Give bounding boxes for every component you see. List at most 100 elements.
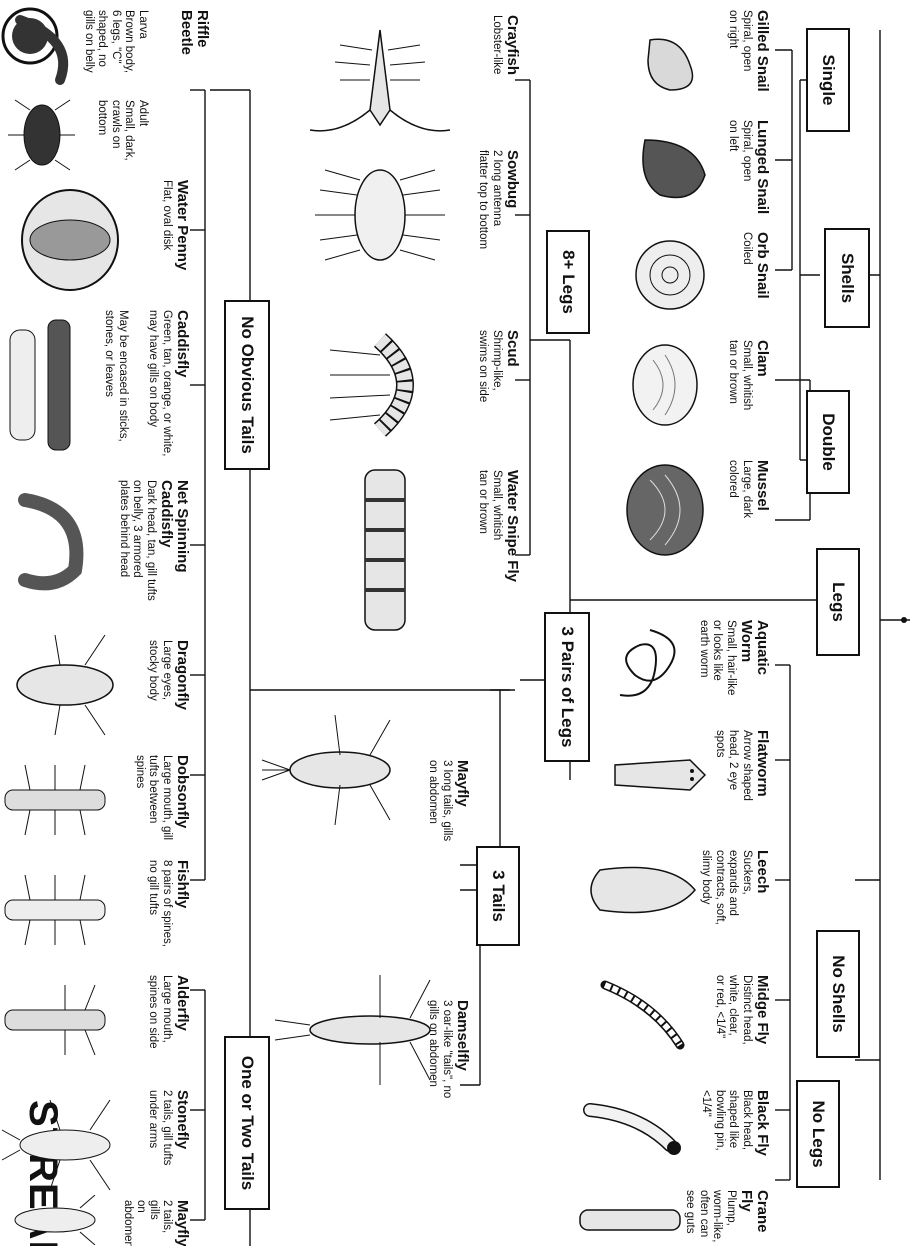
category-shells: Shells: [824, 228, 870, 328]
organism-desc-1: Small, whitish: [741, 340, 754, 450]
organism-desc-1: Arrow shaped: [741, 730, 754, 830]
organism-desc-2: expands and: [727, 850, 740, 950]
organism-mayfly-three-tails: Mayfly 3 long tails, gills on abdomen: [427, 760, 470, 900]
organism-desc-1: Shrimp-like,: [491, 330, 504, 440]
organism-desc-2: shaped like: [727, 1090, 740, 1180]
category-no-legs: No Legs: [796, 1080, 840, 1188]
organism-name: Clam: [754, 340, 770, 450]
organism-desc-3: plates behind head: [118, 480, 131, 630]
organism-desc-2: Small, dark,: [123, 100, 136, 170]
organism-desc-4: shaped, no: [96, 10, 109, 80]
category-three-tails: 3 Tails: [476, 846, 520, 946]
organism-desc-2: colored: [727, 460, 740, 570]
organism-riffle-larva: Larva Brown body, 6 legs, "C" shaped, no…: [83, 10, 151, 80]
category-three-pairs-legs: 3 Pairs of Legs: [544, 612, 590, 762]
organism-name: Mayfly: [174, 1200, 190, 1246]
organism-name: Midge Fly: [754, 975, 770, 1075]
organism-desc-1: Plump,: [725, 1190, 738, 1246]
organism-name: Leech: [754, 850, 770, 950]
organism-desc-2: swims on side: [477, 330, 490, 440]
organism-desc-4: see guts: [684, 1190, 697, 1246]
organism-water-snipe-fly: Water Snipe Fly Small, whitish tan or br…: [477, 470, 520, 600]
organism-desc-3: spots: [714, 730, 727, 830]
organism-gilled-snail: Gilled Snail Spiral, open on right: [727, 10, 770, 110]
organism-desc-1: 8 pairs of spines,: [161, 860, 174, 980]
organism-desc-3: bowling pin,: [714, 1090, 727, 1180]
organism-desc-3: crawls on: [110, 100, 123, 170]
organism-name: Fishfly: [174, 860, 190, 980]
beetle-icon: [5, 95, 80, 175]
insect-nymph-icon: [0, 1195, 110, 1245]
organism-name: Mussel: [754, 460, 770, 570]
organism-caddisfly: Caddisfly Green, tan, orange, or white, …: [147, 310, 190, 470]
organism-desc-2: stones, or leaves: [103, 310, 116, 460]
organism-dragonfly: Dragonfly Large eyes, stocky body: [147, 640, 190, 750]
organism-scud: Scud Shrimp-like, swims on side: [477, 330, 520, 440]
crustacean-icon: [300, 10, 460, 140]
organism-name: Scud: [504, 330, 520, 440]
organism-desc-3: or red, <1/4": [714, 975, 727, 1075]
organism-desc-2: on right: [727, 10, 740, 110]
organism-name: Lunged Snail: [754, 120, 770, 230]
organism-desc-3: spines: [134, 755, 147, 865]
organism-desc-2: white, clear,: [727, 975, 740, 1075]
organism-clam: Clam Small, whitish tan or brown: [727, 340, 770, 450]
organism-desc-4: <1/4": [700, 1090, 713, 1180]
organism-desc-1: Large mouth,: [161, 975, 174, 1085]
category-one-or-two-tails: One or Two Tails: [224, 1036, 270, 1210]
organism-dobsonfly: Dobsonfly Large mouth, gill tufts betwee…: [134, 755, 191, 865]
snail-icon: [635, 130, 715, 210]
organism-desc-2: on belly, 3 armored: [131, 480, 144, 630]
insect-nymph-icon: [260, 700, 410, 840]
category-double: Double: [806, 390, 850, 494]
organism-desc-1: Suckers,: [741, 850, 754, 950]
organism-net-spinning-caddisfly: Net Spinning Caddisfly Dark head, tan, g…: [118, 480, 191, 630]
clam-icon: [620, 460, 710, 560]
organism-desc-1: Green, tan, orange, or white,: [161, 310, 174, 470]
category-no-shells: No Shells: [816, 930, 860, 1058]
organism-name: Sowbug: [504, 150, 520, 290]
organism-stonefly: Stonefly 2 tails, gill tufts under arms: [147, 1090, 190, 1200]
insect-nymph-icon: [0, 1095, 120, 1195]
organism-desc-3: often can: [698, 1190, 711, 1246]
organism-midge-fly: Midge Fly Distinct head, white, clear, o…: [714, 975, 771, 1075]
organism-name: Dragonfly: [174, 640, 190, 750]
organism-desc-1: May be encased in sticks,: [117, 310, 130, 460]
organism-orb-snail: Orb Snail Coiled: [741, 232, 771, 322]
organism-desc-2: no gill tufts: [147, 860, 160, 980]
organism-name: Mayfly: [454, 760, 470, 900]
organism-aquatic-worm: Aquatic Worm Small, hair-like or looks l…: [698, 620, 771, 720]
organism-flatworm: Flatworm Arrow shaped head, 2 eye spots: [714, 730, 771, 830]
organism-desc-1: 2 tails, gills: [148, 1200, 173, 1246]
organism-name: Alderfly: [174, 975, 190, 1085]
organism-desc-1: Large mouth, gill: [161, 755, 174, 865]
organism-crayfish: Crayfish Lobster-like: [491, 15, 521, 125]
organism-desc-1: Small, whitish: [491, 470, 504, 600]
larva-icon: [340, 460, 430, 640]
organism-desc-2: Brown body,: [123, 10, 136, 80]
insect-nymph-icon: [0, 980, 110, 1060]
organism-water-penny: Water Penny Flat, oval disk: [161, 180, 191, 290]
organism-desc-2: may have gills on body: [147, 310, 160, 470]
organism-desc-1: Spiral, open: [741, 120, 754, 230]
organism-name: Crane Fly: [738, 1190, 770, 1246]
organism-desc-1: Spiral, open: [741, 10, 754, 110]
snail-icon: [640, 30, 710, 100]
insect-nymph-icon: [10, 630, 120, 740]
organism-desc-4: bottom: [96, 100, 109, 170]
beetle-icon: [15, 185, 125, 295]
worm-icon: [580, 855, 700, 925]
organism-desc-1: Larva: [137, 10, 150, 80]
organism-desc-4: slimy body: [700, 850, 713, 950]
organism-desc-2: or looks like: [711, 620, 724, 720]
organism-name: Black Fly: [754, 1090, 770, 1180]
organism-name: Orb Snail: [754, 232, 770, 322]
organism-desc-2: on left: [727, 120, 740, 230]
organism-name: Damselfly: [454, 1000, 470, 1140]
organism-desc-1: Black head,: [741, 1090, 754, 1180]
organism-desc-1: Lobster-like: [491, 15, 504, 125]
organism-desc-1: 3 long tails, gills: [441, 760, 454, 900]
worm-icon: [610, 745, 710, 805]
